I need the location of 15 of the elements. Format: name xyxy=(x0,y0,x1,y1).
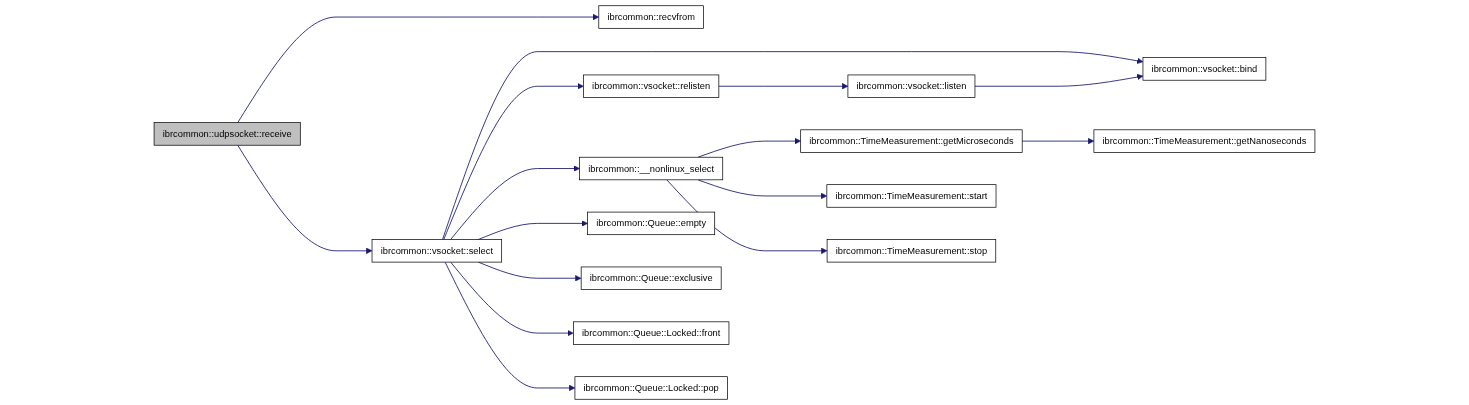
node-box: ibrcommon::Queue::Locked::pop xyxy=(574,376,728,400)
node-box: ibrcommon::Queue::empty xyxy=(587,211,716,236)
node-box: ibrcommon::Queue::exclusive xyxy=(580,266,722,290)
node-box: ibrcommon::vsocket::listen xyxy=(847,74,976,98)
node-box: ibrcommon::TimeMeasurement::start xyxy=(826,184,997,208)
node-box: ibrcommon::Queue::Locked::front xyxy=(573,321,730,345)
node-box: ibrcommon::TimeMeasurement::getMicroseconds xyxy=(800,129,1023,153)
node-box: ibrcommon::vsocket::relisten xyxy=(583,74,720,98)
node-box: ibrcommon::TimeMeasurement::stop xyxy=(826,239,997,263)
node-box: ibrcommon::vsocket::select xyxy=(371,239,503,263)
node-box: ibrcommon::udpsocket::receive xyxy=(153,122,301,146)
node-box: ibrcommon::recvfrom xyxy=(598,5,704,29)
node-box: ibrcommon::TimeMeasurement::getNanoseconds xyxy=(1093,129,1316,153)
node-box: ibrcommon::vsocket::bind xyxy=(1142,57,1267,81)
node-box: ibrcommon::__nonlinux_select xyxy=(579,156,724,181)
